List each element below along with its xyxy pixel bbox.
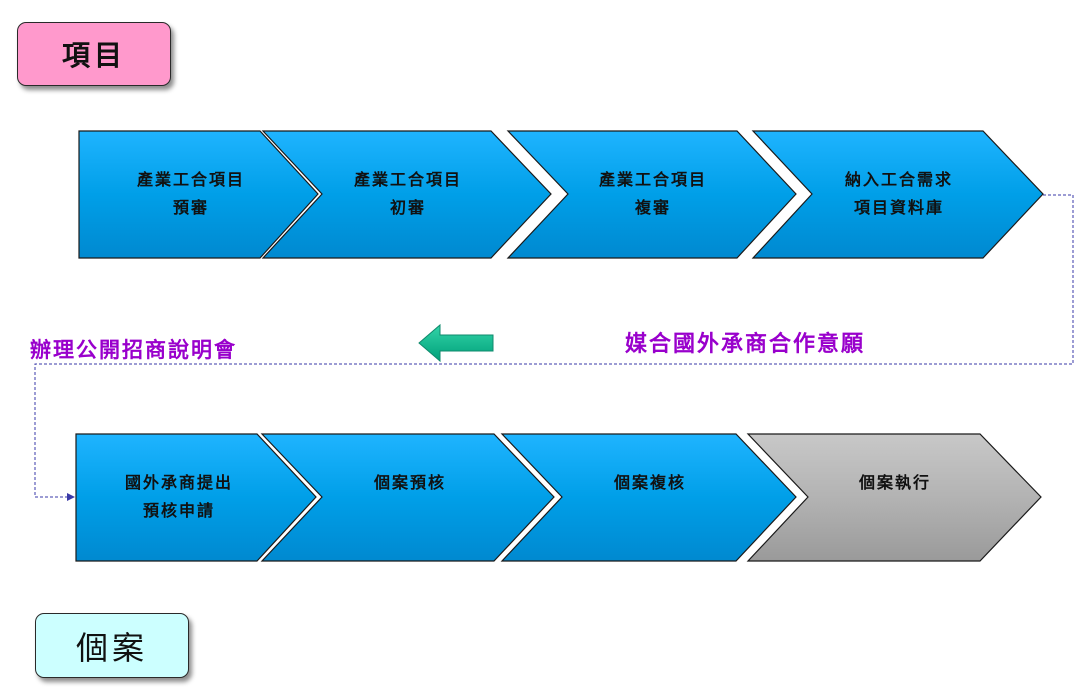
project-step-4: 納入工合需求 項目資料庫 — [804, 166, 994, 222]
case-label: 個案 — [35, 613, 189, 678]
case-step-4-line1: 個案執行 — [858, 473, 931, 492]
project-step-3-line2: 複審 — [634, 198, 671, 217]
case-step-4: 個案執行 — [800, 469, 990, 497]
project-step-1-shape — [78, 130, 319, 259]
case-step-2: 個案預核 — [315, 469, 505, 497]
case-step-1: 國外承商提出 預核申請 — [84, 469, 274, 525]
case-step-1-line1: 國外承商提出 — [124, 473, 233, 492]
case-step-4-shape — [746, 433, 1042, 562]
project-step-2-line1: 產業工合項目 — [353, 170, 462, 189]
project-step-1: 產業工合項目 預審 — [96, 166, 286, 222]
briefing-annotation: 辦理公開招商說明會 — [30, 337, 237, 362]
project-step-2: 產業工合項目 初審 — [313, 166, 503, 222]
case-step-2-shape — [260, 433, 555, 562]
case-step-1-shape — [75, 433, 317, 562]
matching-annotation: 媒合國外承商合作意願 — [625, 331, 866, 357]
project-label: 項目 — [17, 22, 171, 86]
project-step-4-line1: 納入工合需求 — [844, 170, 953, 189]
project-step-3-shape — [506, 130, 797, 259]
dashed-connector — [34, 194, 1074, 501]
project-step-4-line2: 項目資料庫 — [853, 198, 944, 217]
project-step-2-line2: 初審 — [389, 198, 426, 217]
project-step-3: 產業工合項目 複審 — [558, 166, 748, 222]
project-step-1-line2: 預審 — [172, 198, 209, 217]
case-step-3-line1: 個案複核 — [613, 473, 686, 492]
case-step-2-line1: 個案預核 — [373, 473, 446, 492]
case-step-3: 個案複核 — [555, 469, 745, 497]
left-arrow-icon — [418, 323, 494, 363]
project-step-3-line1: 產業工合項目 — [598, 170, 707, 189]
project-step-1-line1: 產業工合項目 — [136, 170, 245, 189]
project-step-2-shape — [261, 130, 552, 259]
case-step-3-shape — [500, 433, 797, 562]
project-step-4-shape — [751, 130, 1044, 259]
case-step-1-line2: 預核申請 — [142, 501, 215, 520]
